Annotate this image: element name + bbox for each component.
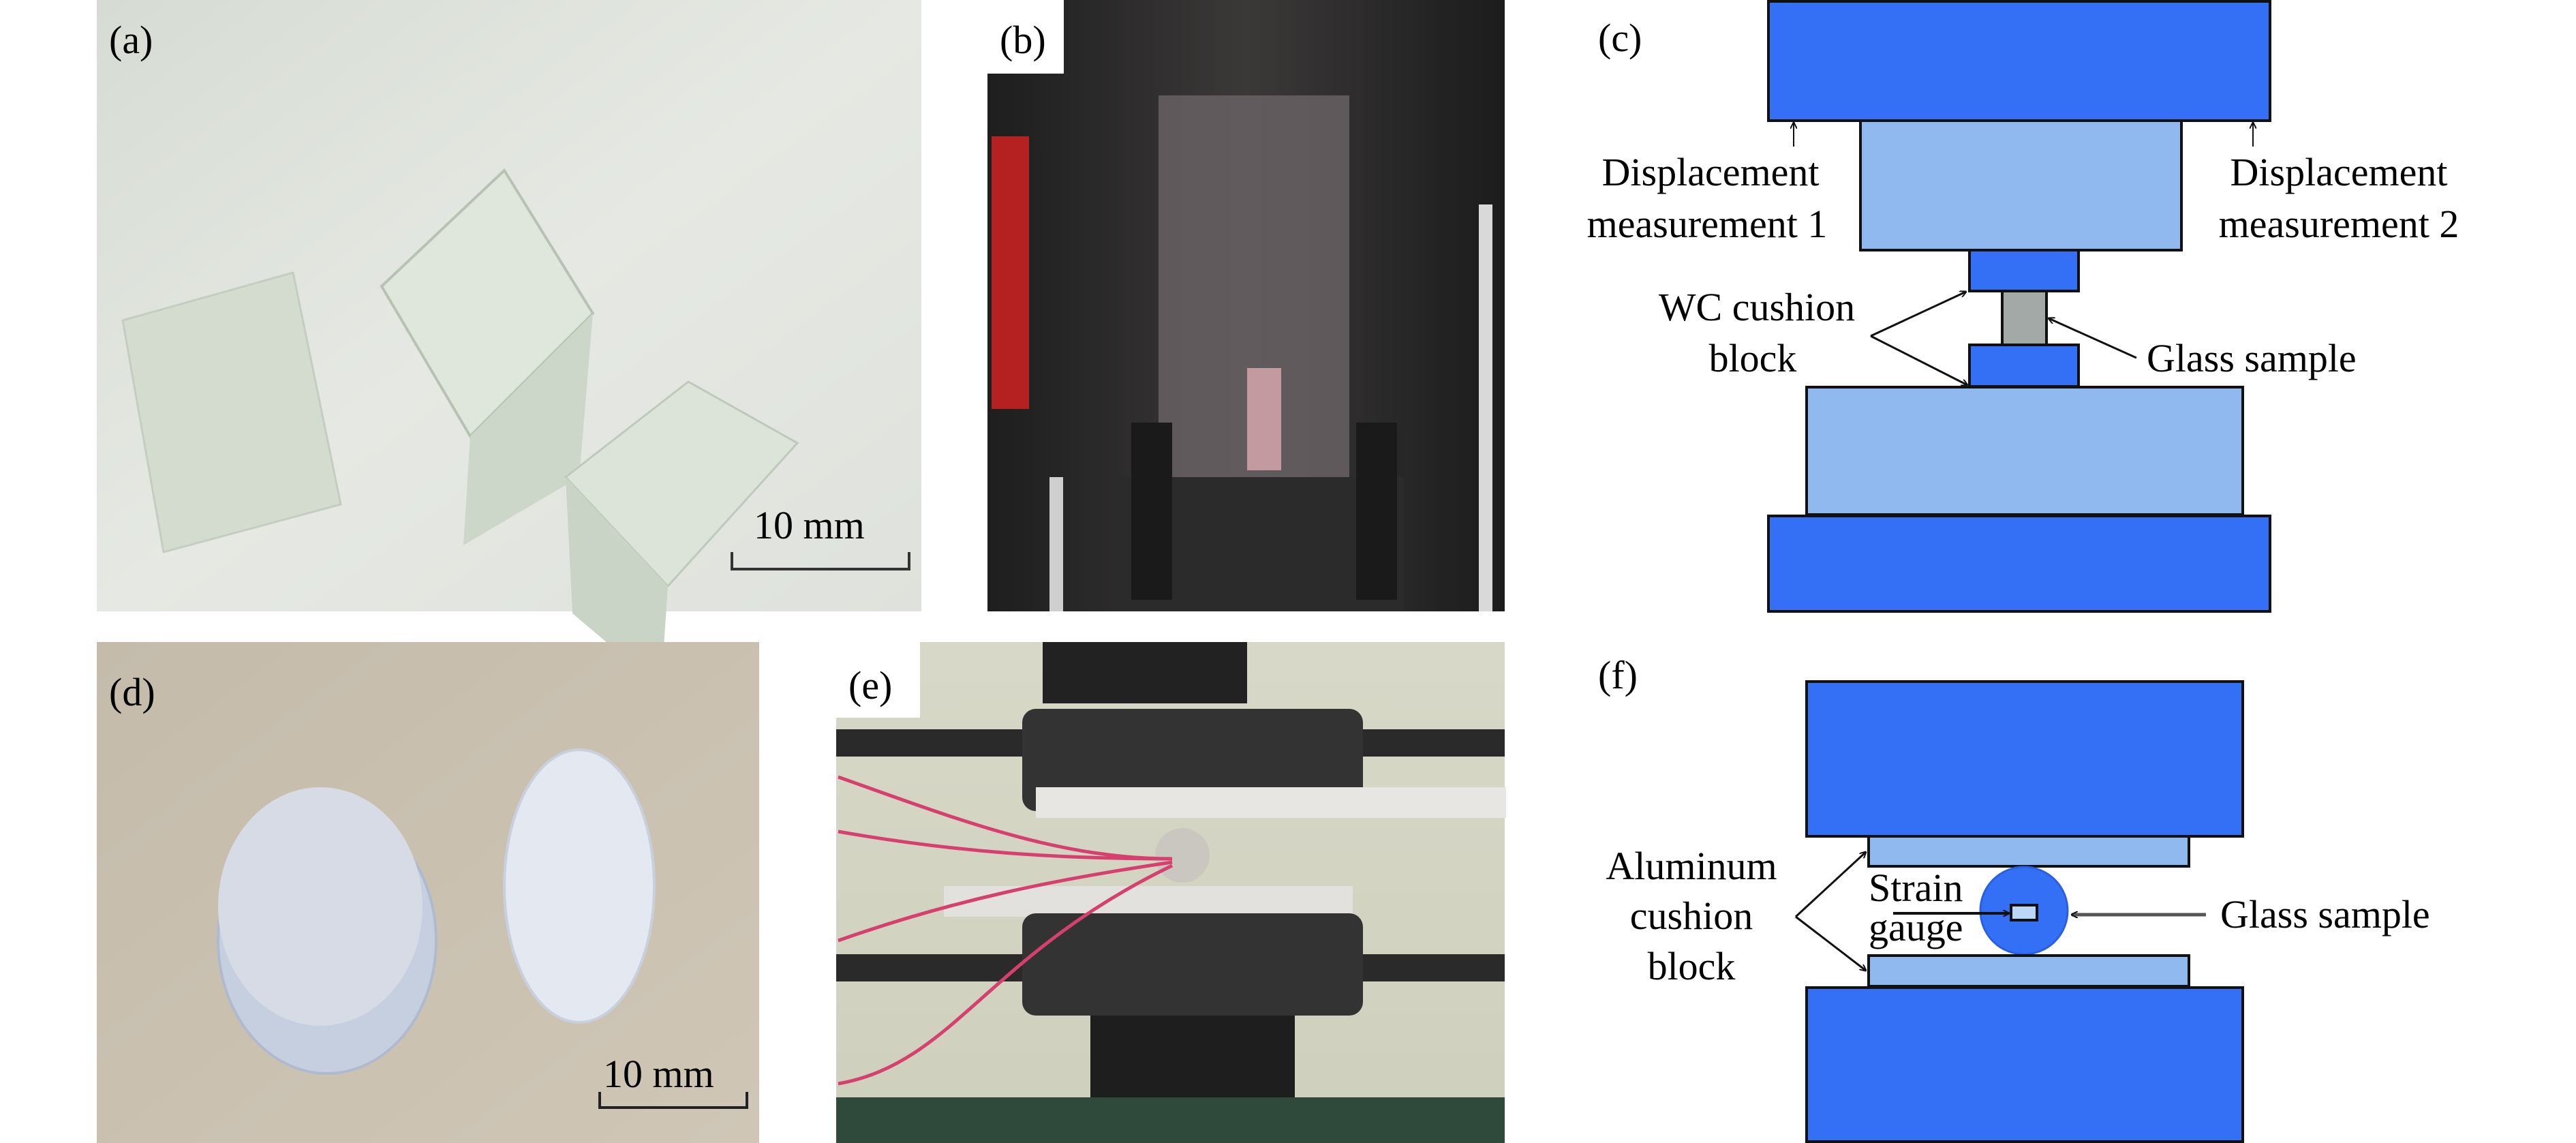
arrow-wc-lower	[1870, 335, 1967, 385]
displacement-2-line2: measurement 2	[2219, 202, 2459, 246]
glass-sample-cylinder	[2001, 290, 2048, 346]
arrow-glass-sample	[2049, 318, 2137, 359]
wc-cushion-label-line1: WC cushion	[1659, 285, 1855, 329]
upper-aluminum-plate	[1036, 787, 1506, 818]
aluminum-cushion-upper	[1867, 835, 2190, 868]
diagram-c-wc-setup: (c) Displacement measurement 1 Displacem…	[1587, 0, 2459, 613]
wc-cushion-upper	[1968, 249, 2080, 292]
lower-aluminum-plate	[944, 886, 1353, 917]
scale-bar-d	[598, 1092, 748, 1109]
panel-label-b: (b)	[1000, 18, 1046, 62]
displacement-1-line1: Displacement	[1602, 150, 1820, 194]
glass-sample-label-f: Glass sample	[2220, 892, 2430, 936]
displacement-2-line1: Displacement	[2230, 150, 2448, 194]
photo-b-test-machine: (b)	[987, 0, 1505, 611]
lower-platen	[1767, 515, 2271, 613]
glass-sample	[1155, 828, 1210, 883]
displacement-1-line2: measurement 1	[1587, 202, 1828, 246]
disc-frosted	[503, 748, 656, 1024]
glass-sample-label-c: Glass sample	[2147, 336, 2357, 380]
panel-label-f: (f)	[1598, 653, 1638, 697]
wc-cushion-lower	[1968, 344, 2080, 388]
panel-label-c: (c)	[1598, 16, 1642, 60]
photo-a-glass-cubes: (a) 10 mm	[97, 0, 921, 688]
aluminum-label-line3: block	[1648, 944, 1736, 988]
cube-frosted	[121, 271, 342, 553]
panel-label-d: (d)	[109, 670, 155, 714]
arrow-al-lower	[1795, 915, 1866, 971]
lower-platen	[1022, 913, 1363, 1016]
upper-platen	[1767, 0, 2271, 122]
aluminum-label-line1: Aluminum	[1606, 844, 1777, 888]
upper-platen	[1805, 680, 2244, 838]
lower-platen	[1805, 986, 2244, 1143]
scale-bar-label-d: 10 mm	[603, 1052, 714, 1096]
arrow-wc-upper	[1870, 292, 1966, 337]
aluminum-cushion-lower	[1867, 954, 2190, 988]
diagram-f-aluminum-setup: (f) Aluminum cushion block Strain gauge …	[1598, 653, 2430, 1143]
upper-loading-block	[1859, 119, 2183, 252]
wc-cushion-label-line2: block	[1709, 336, 1797, 380]
photo-d-glass-discs: (d) 10 mm	[97, 642, 759, 1143]
strain-gauge-label-line2: gauge	[1869, 905, 1963, 949]
lower-loading-block	[1805, 386, 2244, 516]
strain-gauge	[2010, 904, 2038, 921]
aluminum-label-line2: cushion	[1630, 894, 1753, 938]
arrow-al-upper	[1794, 852, 1866, 918]
scale-bar-label-a: 10 mm	[754, 503, 865, 547]
specimen	[1247, 368, 1281, 470]
strain-gauge-label-line1: Strain	[1869, 866, 1963, 910]
panel-label-e: (e)	[848, 663, 892, 707]
upper-platen	[1022, 709, 1363, 811]
scale-bar-a	[731, 552, 910, 570]
photo-e-test-setup: (e)	[836, 642, 1506, 1143]
panel-label-a: (a)	[109, 18, 153, 62]
strain-gauge-wires	[838, 775, 1174, 1086]
